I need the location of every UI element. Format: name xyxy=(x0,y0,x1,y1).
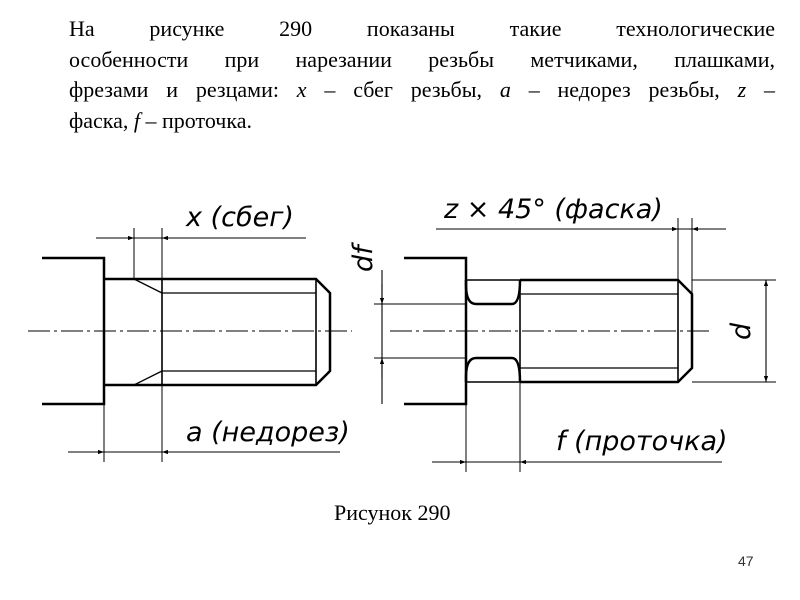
label-d: d xyxy=(726,322,757,340)
label-chamfer: z × 45° (фаска) xyxy=(443,194,663,225)
body-paragraph: На рисунке 290 показаны такие технологич… xyxy=(69,14,775,136)
paragraph-line-4: фаска, f – проточка. xyxy=(69,107,252,133)
left-bolt-shank xyxy=(104,277,332,387)
label-undercut: a (недорез) xyxy=(186,417,350,448)
paragraph-line-2: особенности при нарезании резьбы метчика… xyxy=(69,46,775,72)
label-run-out: x (сбег) xyxy=(185,202,294,233)
label-df: df xyxy=(348,242,379,272)
paragraph-line-3: фрезами и резцами: x – сбег резьбы, a – … xyxy=(69,77,776,102)
groove-outline xyxy=(464,279,522,383)
right-bolt-figure xyxy=(374,218,776,472)
figure-caption: Рисунок 290 xyxy=(334,500,451,525)
left-bolt-figure xyxy=(28,228,352,462)
label-groove: f (проточка) xyxy=(556,426,728,457)
page-number: 47 xyxy=(738,553,754,569)
paragraph-line-1: На рисунке 290 показаны такие технологич… xyxy=(69,16,775,41)
